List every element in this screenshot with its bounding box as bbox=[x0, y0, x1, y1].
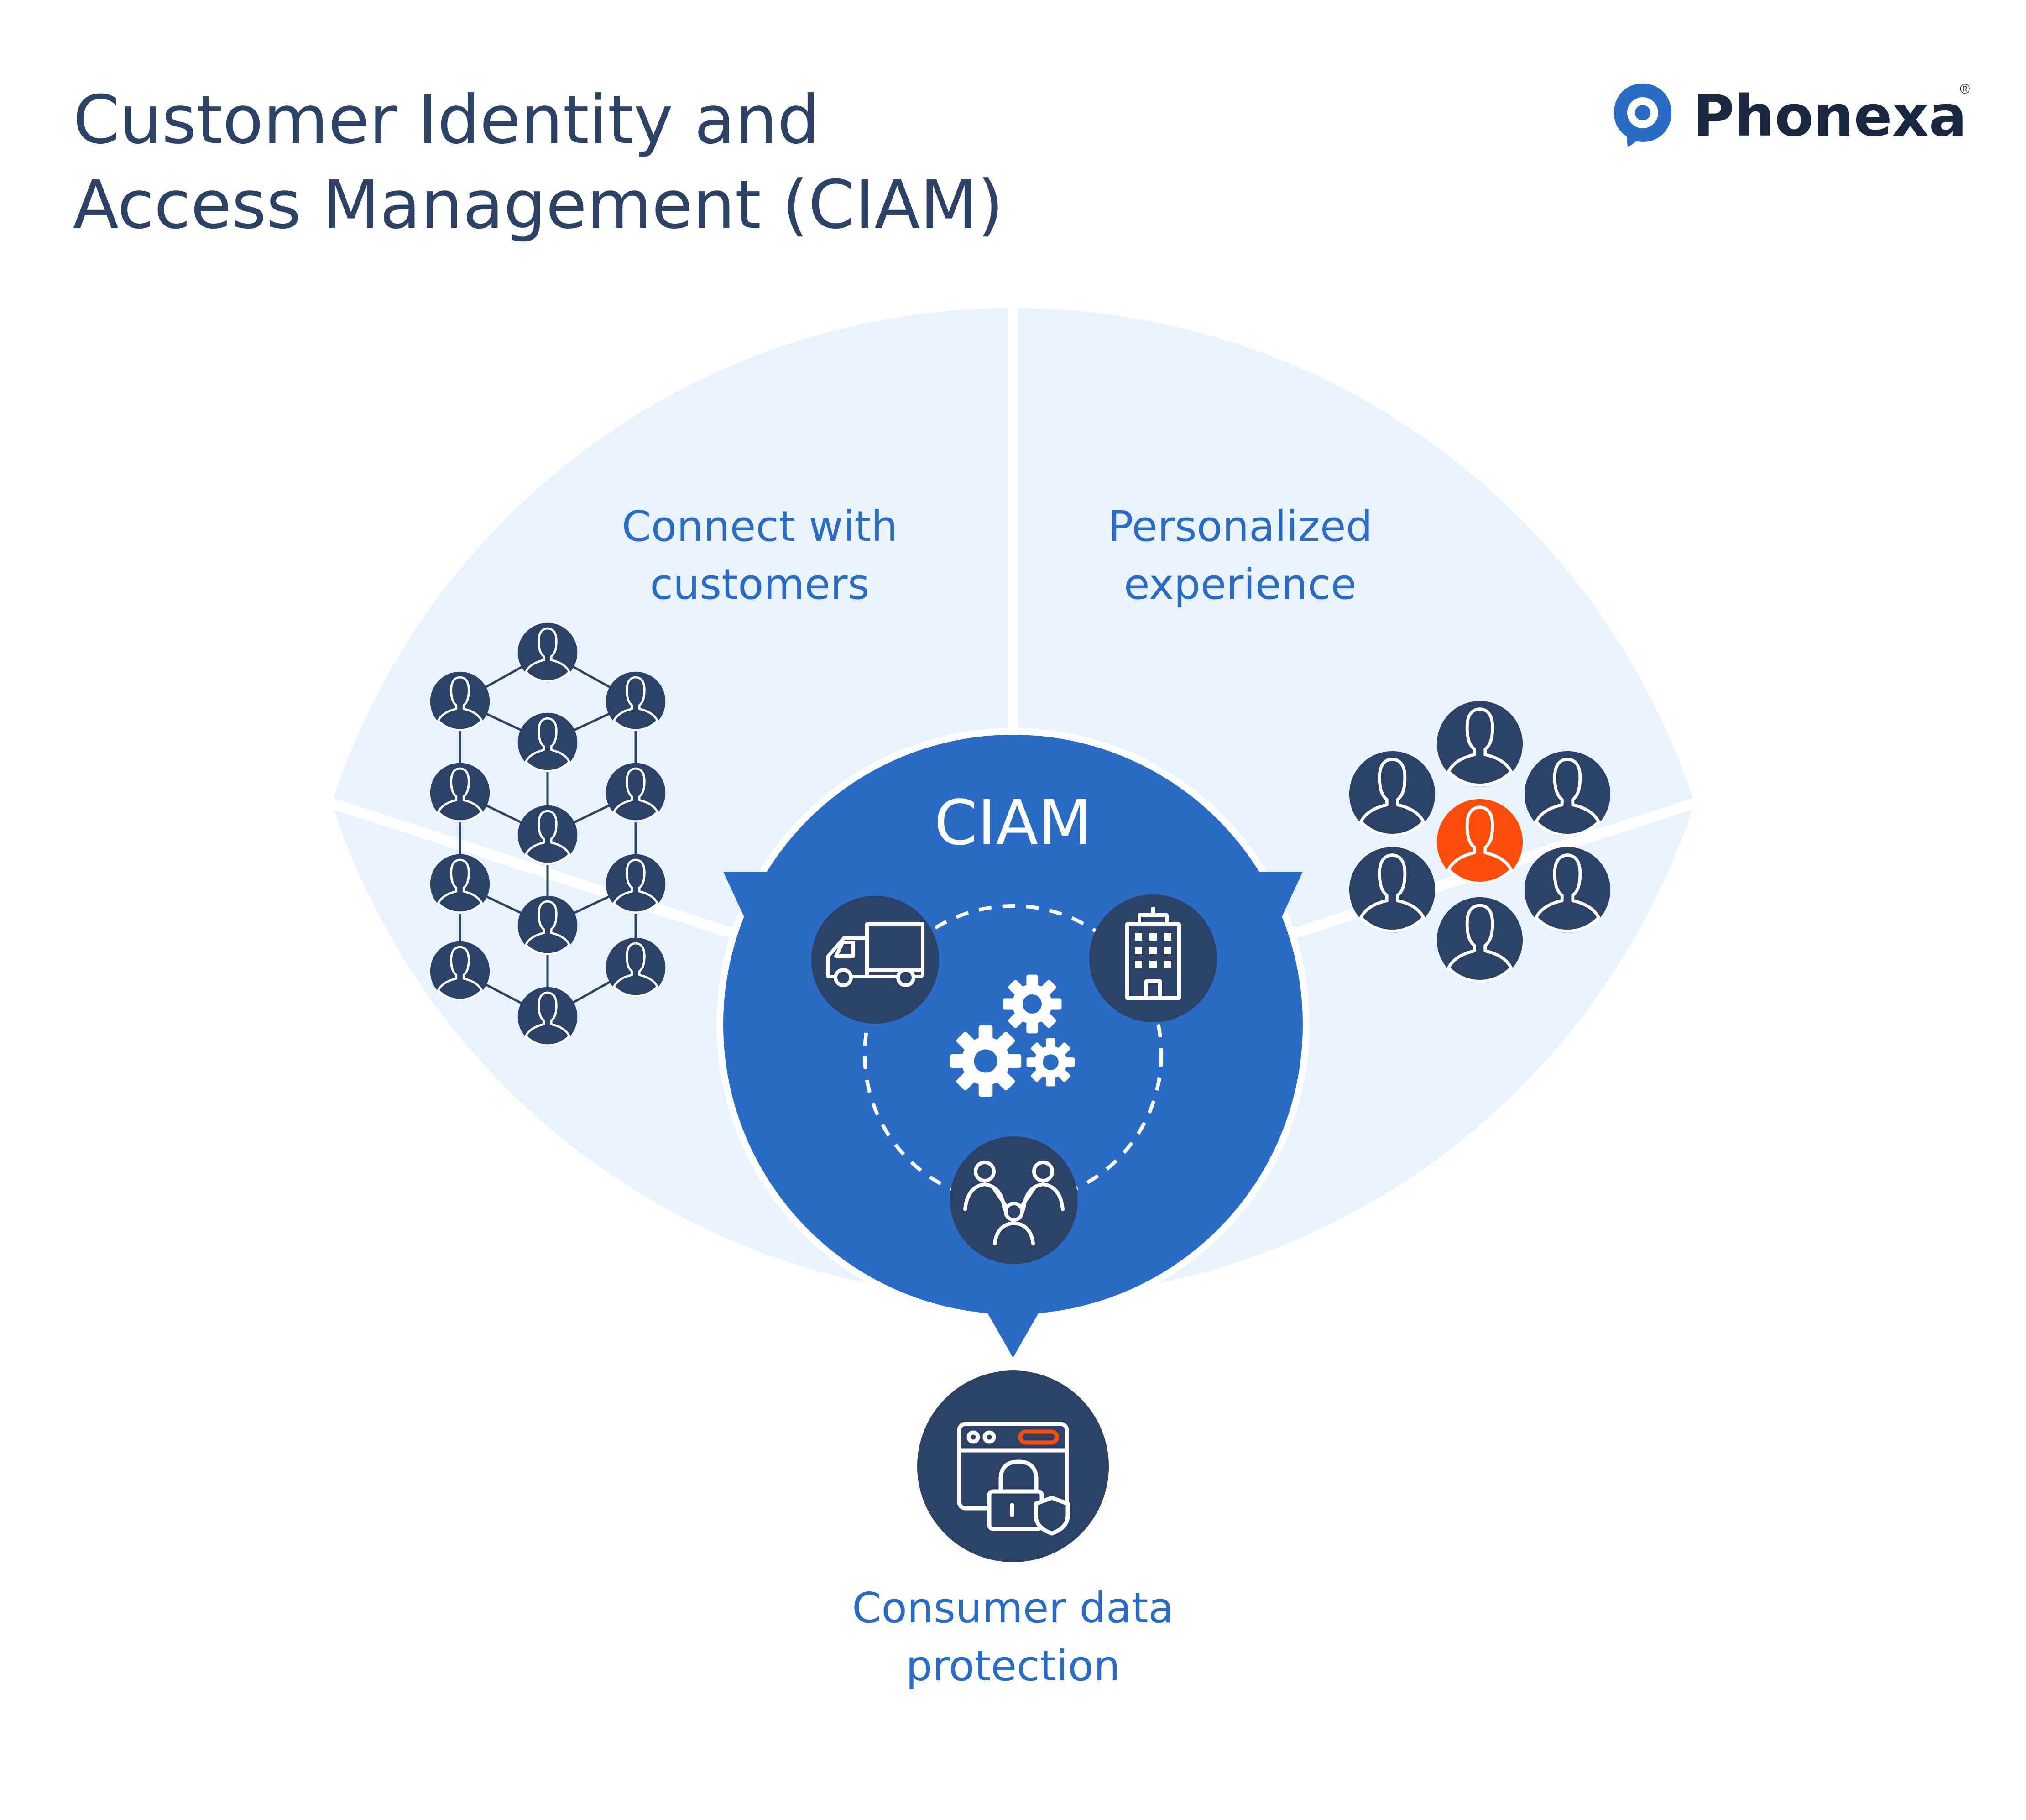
network-user bbox=[430, 854, 490, 914]
pointer-bottom bbox=[986, 1310, 1040, 1358]
page-title-line1: Customer Identity and bbox=[73, 81, 820, 159]
group-user bbox=[1437, 701, 1523, 787]
group-user bbox=[1349, 751, 1435, 837]
connect-with-customers: Connect with customers bbox=[430, 502, 898, 1046]
secure-browser-lock-icon bbox=[917, 1370, 1109, 1562]
network-user bbox=[606, 938, 666, 998]
group-user bbox=[1349, 847, 1435, 933]
network-user bbox=[518, 805, 578, 865]
people-network-icon bbox=[950, 1136, 1078, 1264]
network-user bbox=[430, 763, 490, 823]
personalized-label-line1: Personalized bbox=[1108, 502, 1373, 551]
network-user bbox=[518, 623, 578, 683]
personalized-experience: Personalized experience bbox=[1108, 502, 1610, 983]
brand-name: Phonexa bbox=[1693, 84, 1967, 149]
network-user bbox=[606, 672, 666, 732]
network-user bbox=[518, 896, 578, 956]
orbit-dashed-ring bbox=[863, 904, 1163, 1204]
group-user-highlighted bbox=[1437, 799, 1523, 885]
network-user bbox=[606, 763, 666, 823]
group-user bbox=[1525, 847, 1610, 933]
ciam-core-label: CIAM bbox=[934, 787, 1091, 859]
ciam-core: CIAM bbox=[716, 728, 1310, 1358]
page-title-line2: Access Management (CIAM) bbox=[73, 166, 1004, 244]
connect-label-line2: customers bbox=[650, 560, 869, 609]
registered-mark: ® bbox=[1960, 82, 1970, 97]
group-user bbox=[1525, 751, 1610, 837]
network-user bbox=[518, 713, 578, 773]
network-user bbox=[430, 941, 490, 1001]
page-title: Customer Identity and Access Management … bbox=[73, 78, 1003, 247]
consumer-data-protection: Consumer data protection bbox=[852, 1370, 1174, 1690]
network-user bbox=[430, 672, 490, 732]
user-network-honeycomb-icon bbox=[430, 623, 666, 1047]
protection-label-line2: protection bbox=[906, 1642, 1120, 1690]
network-user bbox=[606, 854, 666, 914]
delivery-truck-icon bbox=[811, 896, 939, 1024]
brand-logo: Phonexa ® bbox=[1608, 80, 1974, 153]
network-user bbox=[518, 987, 578, 1047]
protection-label-line1: Consumer data bbox=[852, 1584, 1174, 1632]
personalized-label-line2: experience bbox=[1124, 560, 1357, 609]
group-user bbox=[1437, 897, 1523, 983]
speech-bubble-location-pin-icon bbox=[1614, 84, 1671, 147]
connect-label-line1: Connect with bbox=[622, 502, 898, 551]
office-building-icon bbox=[1089, 894, 1217, 1022]
